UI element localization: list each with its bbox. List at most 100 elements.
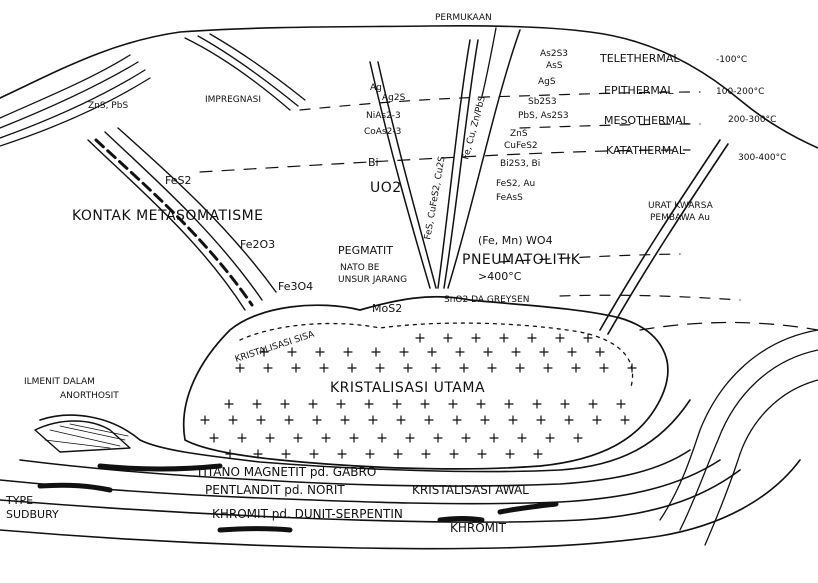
right-strata — [639, 321, 818, 546]
granite-cross — [515, 363, 525, 373]
as-mineral-2: Ag2S — [382, 93, 406, 103]
granite-cross — [573, 433, 583, 443]
pegmatite-minerals-2-label: UNSUR JARANG — [338, 275, 407, 285]
fes2-label: FeS2 — [165, 174, 191, 187]
granite-cross — [308, 399, 318, 409]
mesothermal-temp: 200-300°C — [728, 115, 776, 125]
granite-cross — [349, 433, 359, 443]
granite-cross — [393, 449, 403, 459]
granite-cross — [487, 363, 497, 373]
granite-cross — [396, 415, 406, 425]
granite-cross — [253, 449, 263, 459]
lower-layers — [0, 399, 801, 550]
granite-cross — [424, 415, 434, 425]
granite-cross — [347, 363, 357, 373]
granite-cross — [368, 415, 378, 425]
ore-8: Bi2S3, Bi — [500, 159, 540, 169]
granite-cross — [627, 363, 637, 373]
granite-cross — [343, 347, 353, 357]
granite-cross — [433, 433, 443, 443]
granite-cross — [452, 415, 462, 425]
granite-cross — [539, 347, 549, 357]
impregnation-label: IMPREGNASI — [205, 95, 261, 105]
granite-cross — [377, 433, 387, 443]
sno2-label: SnO2 DA GREYSEN — [444, 295, 529, 305]
granite-cross — [545, 433, 555, 443]
granite-cross — [571, 363, 581, 373]
granite-cross — [309, 449, 319, 459]
granite-cross — [281, 449, 291, 459]
granite-cross — [427, 347, 437, 357]
granite-cross — [280, 399, 290, 409]
granite-cross — [560, 399, 570, 409]
granite-cross — [312, 415, 322, 425]
as-mineral-3: NiAs2-3 — [366, 111, 401, 121]
granite-cross — [443, 333, 453, 343]
diagram-linework — [0, 25, 818, 550]
granite-cross — [508, 415, 518, 425]
pegmatite-label: PEGMATIT — [338, 244, 393, 257]
granite-cross — [477, 449, 487, 459]
granite-cross — [449, 449, 459, 459]
katathermal-temp: 300-400°C — [738, 153, 786, 163]
main-crystallization-crosses — [200, 333, 637, 459]
granite-cross — [421, 449, 431, 459]
epithermal-label: EPITHERMAL — [604, 84, 674, 97]
granite-cross — [527, 333, 537, 343]
chromite-serpentine-label: KHROMIT pd. DUNIT-SERPENTIN — [212, 507, 403, 521]
gold-quartz-vein-label: URAT KWARSA — [648, 201, 714, 211]
ore-1: As2S3 — [540, 49, 568, 59]
epithermal-temp: 100-200°C — [716, 87, 764, 97]
granite-cross — [499, 333, 509, 343]
ore-9: FeS2, Au — [496, 179, 535, 189]
veins — [369, 27, 729, 335]
granite-cross — [371, 347, 381, 357]
granite-cross — [505, 449, 515, 459]
ore-7: CuFeS2 — [504, 141, 538, 151]
granite-cross — [483, 347, 493, 357]
granite-cross — [336, 399, 346, 409]
granite-cross — [415, 333, 425, 343]
mesothermal-label: MESOTHERMAL — [604, 114, 690, 127]
granite-cross — [392, 399, 402, 409]
pneumatolytic-temp: >400°C — [478, 270, 522, 283]
intrusion — [182, 295, 669, 470]
granite-cross — [620, 415, 630, 425]
ilmenite-2-label: ANORTHOSIT — [60, 391, 119, 401]
granite-cross — [459, 363, 469, 373]
fe2o3-label: Fe2O3 — [240, 238, 275, 251]
granite-cross — [471, 333, 481, 343]
granite-cross — [365, 449, 375, 459]
ore-5: PbS, As2S3 — [518, 111, 569, 121]
granite-cross — [588, 399, 598, 409]
surface-line — [0, 25, 818, 149]
skarn-band — [87, 127, 277, 311]
granite-cross — [592, 415, 602, 425]
granite-cross — [536, 415, 546, 425]
granite-cross — [252, 399, 262, 409]
granite-cross — [200, 415, 210, 425]
ilmenite-label: ILMENIT DALAM — [24, 377, 95, 387]
granite-cross — [293, 433, 303, 443]
granite-cross — [284, 415, 294, 425]
katathermal-label: KATATHERMAL — [606, 144, 686, 157]
granite-cross — [564, 415, 574, 425]
ore-6: ZnS — [510, 129, 528, 139]
contact-metasomatism-label: KONTAK METASOMATISME — [72, 208, 264, 224]
gold-quartz-vein-2-label: PEMBAWA Au — [650, 213, 710, 223]
uo2-label: UO2 — [370, 180, 402, 196]
granite-cross — [287, 347, 297, 357]
granite-cross — [340, 415, 350, 425]
granite-cross — [431, 363, 441, 373]
granite-cross — [319, 363, 329, 373]
pneumatolytic-label: PNEUMATOLITIK — [462, 252, 581, 268]
granite-cross — [265, 433, 275, 443]
granite-cross — [291, 363, 301, 373]
surface-label: PERMUKAAN — [435, 13, 492, 23]
as-mineral-1: Ag — [370, 83, 382, 93]
vein-pyrite-label: FeS, CuFeS2, Cu2S — [423, 155, 448, 240]
as-mineral-4: CoAs2-3 — [364, 127, 401, 137]
ore-10: FeAsS — [496, 193, 523, 203]
granite-cross — [209, 433, 219, 443]
